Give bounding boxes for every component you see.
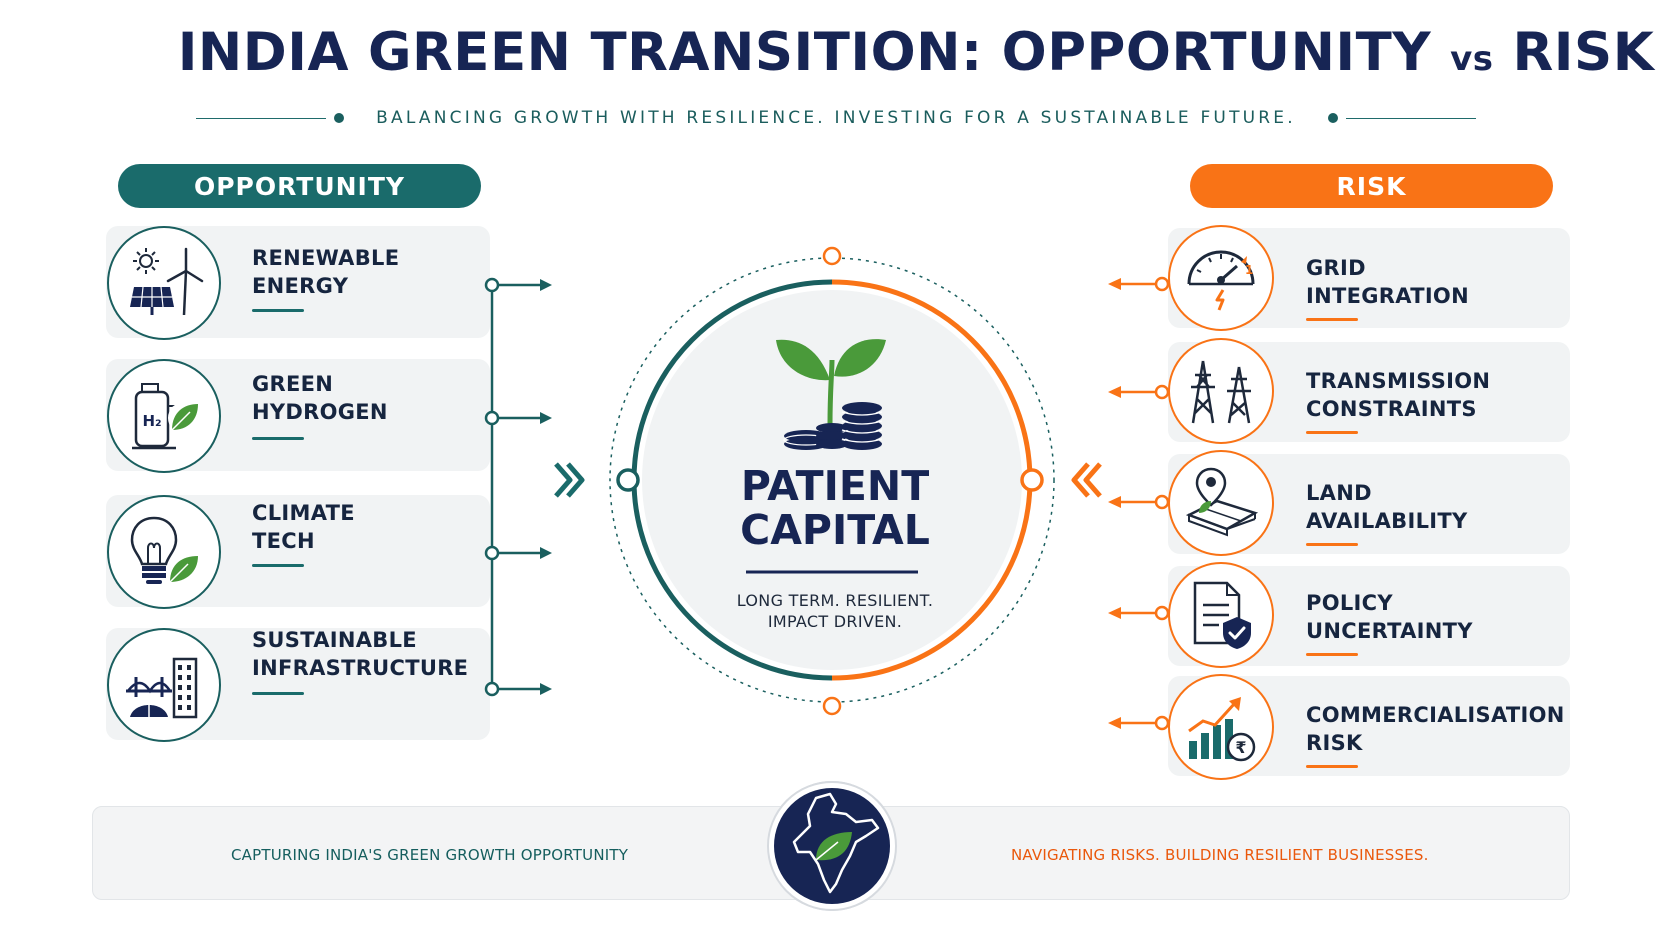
- opportunity-underline: [252, 564, 304, 567]
- label-line2: UNCERTAINTY: [1306, 619, 1473, 643]
- risk-underline: [1306, 318, 1358, 321]
- label-line1: CLIMATE: [252, 501, 355, 525]
- label-line1: RENEWABLE: [252, 246, 400, 270]
- footer-right-text: NAVIGATING RISKS. BUILDING RESILIENT BUS…: [1011, 846, 1429, 864]
- opportunity-underline: [252, 437, 304, 440]
- label-line1: TRANSMISSION: [1306, 369, 1491, 393]
- center-sub-line2: IMPACT DRIVEN.: [767, 612, 903, 631]
- lightbulb-leaf-icon: [107, 495, 221, 609]
- label-line2: AVAILABILITY: [1306, 509, 1468, 533]
- h2-icon-text: H₂: [142, 412, 161, 430]
- risk-underline: [1306, 653, 1358, 656]
- center-title-line2: CAPITAL: [740, 506, 930, 554]
- label-line2: RISK: [1306, 731, 1363, 755]
- ring-node-top: [822, 246, 842, 266]
- subtitle: BALANCING GROWTH WITH RESILIENCE. INVEST…: [376, 108, 1296, 128]
- opportunity-underline: [252, 692, 304, 695]
- risk-label-transmission-constraints: TRANSMISSION CONSTRAINTS: [1306, 367, 1490, 423]
- center-subtitle: LONG TERM. RESILIENT. IMPACT DRIVEN.: [700, 590, 970, 632]
- gauge-icon: 1: [1168, 225, 1274, 331]
- label-line1: GRID: [1306, 256, 1366, 280]
- map-pin-land-icon: [1168, 450, 1274, 556]
- transmission-tower-icon: [1168, 338, 1274, 444]
- title-end: RISK: [1493, 22, 1655, 83]
- label-line2: INFRASTRUCTURE: [252, 656, 469, 680]
- risk-label-policy-uncertainty: POLICY UNCERTAINTY: [1306, 589, 1473, 645]
- risk-underline: [1306, 765, 1358, 768]
- center-title: PATIENT CAPITAL: [680, 464, 990, 552]
- risk-arrows: [1116, 282, 1162, 725]
- solar-wind-icon: [107, 226, 221, 340]
- title-main: INDIA GREEN TRANSITION: OPPORTUNITY: [177, 22, 1451, 83]
- opportunity-arrows: [492, 283, 546, 691]
- sprout-coins-icon: [776, 339, 886, 450]
- risk-header: RISK: [1190, 164, 1553, 208]
- bridge-building-icon: [107, 628, 221, 742]
- title-vs: vs: [1450, 39, 1494, 79]
- label-line2: INTEGRATION: [1306, 284, 1469, 308]
- chevron-left-icon: [1071, 462, 1102, 498]
- hydrogen-tank-icon: H₂: [107, 359, 221, 473]
- label-line2: TECH: [252, 529, 315, 553]
- label-line1: SUSTAINABLE: [252, 628, 417, 652]
- document-shield-icon: [1168, 562, 1274, 668]
- opportunity-label-climate-tech: CLIMATE TECH: [252, 499, 355, 555]
- center-sub-line1: LONG TERM. RESILIENT.: [736, 591, 934, 610]
- label-line1: GREEN: [252, 372, 334, 396]
- label-line2: ENERGY: [252, 274, 349, 298]
- risk-underline: [1306, 431, 1358, 434]
- subtitle-left-dot: [334, 113, 345, 123]
- risk-underline: [1306, 543, 1358, 546]
- opportunity-header: OPPORTUNITY: [118, 164, 481, 208]
- ring-node-right: [1020, 468, 1044, 492]
- risk-label-commercialisation-risk: COMMERCIALISATION RISK: [1306, 701, 1565, 757]
- subtitle-left-rule: [196, 117, 327, 119]
- label-line1: LAND: [1306, 481, 1372, 505]
- subtitle-right-dot: [1327, 113, 1338, 123]
- ring-node-left: [616, 468, 640, 492]
- chart-rupee-icon: ₹: [1168, 674, 1274, 780]
- svg-text:1: 1: [1245, 263, 1253, 277]
- opportunity-label-renewable-energy: RENEWABLE ENERGY: [252, 244, 399, 300]
- label-line2: HYDROGEN: [252, 400, 388, 424]
- risk-label-land-availability: LAND AVAILABILITY: [1306, 479, 1468, 535]
- rupee-icon-text: ₹: [1235, 738, 1246, 757]
- chevron-right-icon: [554, 462, 585, 498]
- opportunity-underline: [252, 309, 304, 312]
- risk-label-grid-integration: GRID INTEGRATION: [1306, 254, 1469, 310]
- subtitle-right-rule: [1345, 117, 1477, 119]
- footer-left-text: CAPTURING INDIA'S GREEN GROWTH OPPORTUNI…: [231, 846, 629, 864]
- ring-node-bottom: [822, 696, 842, 716]
- label-line1: POLICY: [1306, 591, 1393, 615]
- subtitle-row: BALANCING GROWTH WITH RESILIENCE. INVEST…: [196, 104, 1477, 132]
- page-title: INDIA GREEN TRANSITION: OPPORTUNITY vs R…: [0, 22, 1672, 83]
- center-title-line1: PATIENT: [740, 462, 930, 510]
- label-line1: COMMERCIALISATION: [1306, 703, 1565, 727]
- opportunity-label-green-hydrogen: GREEN HYDROGEN: [252, 370, 388, 426]
- opportunity-label-sustainable-infrastructure: SUSTAINABLE INFRASTRUCTURE: [252, 626, 468, 682]
- label-line2: CONSTRAINTS: [1306, 397, 1477, 421]
